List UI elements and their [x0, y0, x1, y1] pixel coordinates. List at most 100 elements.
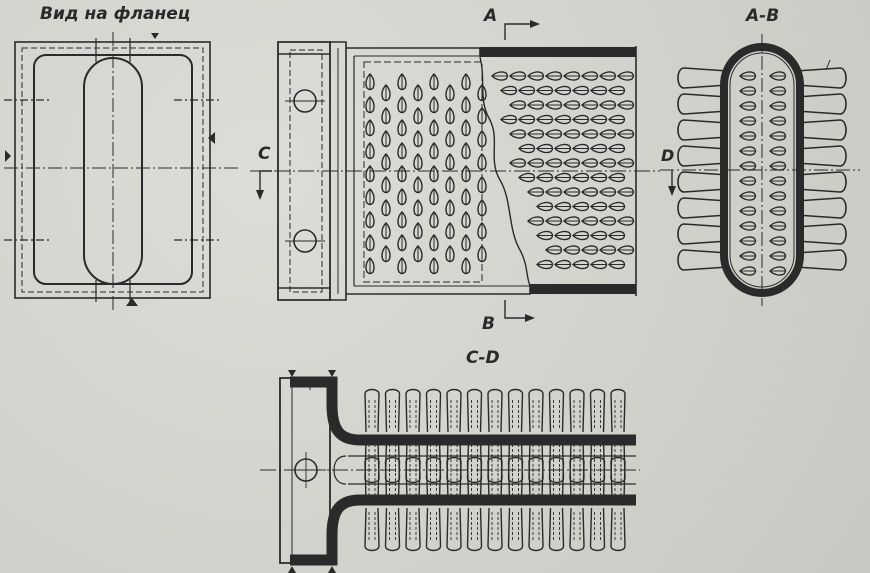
fin-drop	[536, 114, 554, 125]
fin-drop	[739, 176, 757, 186]
fin-drop	[381, 84, 391, 102]
fin-drop	[554, 259, 572, 270]
section-label-A: A	[484, 6, 498, 26]
fin-tooth-upper	[405, 388, 421, 433]
fin-drop	[397, 142, 407, 160]
fin-drop	[397, 165, 407, 183]
fin-drop	[563, 216, 581, 226]
fin-drop	[545, 158, 563, 168]
fin-tooth-upper-inner	[548, 439, 565, 484]
fin-drop	[554, 230, 572, 241]
fin-drop	[739, 251, 757, 261]
fin-tooth-upper	[487, 388, 503, 433]
fin-drop	[769, 206, 787, 216]
fin-drop	[429, 96, 439, 114]
fin-drop	[739, 71, 757, 81]
fin-drop	[617, 129, 635, 139]
fin-drop	[769, 71, 787, 81]
fin-drop	[769, 146, 787, 156]
fin-drop	[599, 100, 617, 110]
fin-drop	[608, 230, 626, 241]
fin-drop	[477, 222, 487, 240]
fin-drop	[397, 257, 407, 275]
fin-drop	[445, 222, 455, 240]
fin-drop	[599, 187, 617, 197]
main-view	[250, 20, 660, 322]
fin-drop	[365, 142, 375, 160]
fin-tooth-upper	[466, 388, 483, 433]
fin-drop	[397, 73, 407, 91]
fin-drop	[445, 199, 455, 217]
fin-drop	[365, 188, 375, 206]
fin-drop	[572, 172, 590, 183]
fin-drop	[365, 234, 375, 252]
fin-drop	[545, 100, 563, 110]
fin-drop	[590, 114, 608, 125]
fin-tooth-upper-inner	[384, 439, 401, 484]
fin-drop	[554, 143, 572, 154]
fin-drop	[381, 245, 391, 263]
fin-drop	[608, 259, 626, 270]
fin-drop	[769, 236, 787, 246]
fin-drop	[739, 191, 757, 201]
fin-drop	[739, 116, 757, 126]
fin-drop	[554, 172, 572, 183]
fin-drop	[477, 107, 487, 125]
fin-drop	[554, 85, 572, 96]
fin-drop	[769, 131, 787, 141]
fin-tooth-lower	[405, 507, 421, 552]
fin-tooth-upper	[384, 388, 401, 433]
fin-drop	[381, 176, 391, 194]
fin-drop	[572, 85, 590, 96]
fin-tooth-lower	[384, 507, 401, 552]
fin-tooth-lower	[589, 507, 606, 552]
fins-field-vertical	[365, 73, 487, 275]
fin-drop	[429, 73, 439, 91]
fin-drop	[545, 71, 563, 81]
fin-drop	[397, 188, 407, 206]
fin-drop	[581, 129, 599, 139]
fin-drop	[554, 201, 572, 212]
fin-drop	[413, 245, 423, 263]
fin-drop	[536, 201, 554, 212]
fin-tooth-lower-inner	[487, 456, 503, 501]
fin-drop	[617, 216, 635, 226]
fin-drop	[536, 259, 554, 270]
fin-drop	[608, 114, 626, 125]
fin-drop	[769, 221, 787, 231]
fin-drop	[536, 230, 554, 241]
fin-drop	[617, 100, 635, 110]
fin-drop	[581, 158, 599, 168]
fin-drop	[739, 221, 757, 231]
fin-drop	[554, 114, 572, 125]
fin-drop	[739, 266, 757, 276]
fin-drop	[527, 187, 545, 197]
section-AB-title: A-B	[746, 6, 780, 26]
fin-tooth-upper	[364, 388, 380, 433]
fin-tooth-upper	[528, 388, 544, 433]
fin-tooth-lower	[364, 507, 380, 552]
fin-tooth-lower	[487, 507, 503, 552]
fin-tooth-lower-inner	[507, 456, 524, 501]
fin-drop	[599, 245, 617, 255]
fin-drop	[413, 222, 423, 240]
fin-tooth-upper-inner	[405, 439, 421, 484]
section-CD-title: C-D	[466, 348, 500, 368]
fin-drop	[509, 100, 527, 110]
fin-drop	[617, 158, 635, 168]
fin-drop	[518, 143, 536, 154]
fin-drop	[545, 129, 563, 139]
fin-drop	[599, 216, 617, 226]
fin-drop	[413, 199, 423, 217]
fin-drop	[429, 119, 439, 137]
fin-drop	[590, 259, 608, 270]
fin-drop	[769, 101, 787, 111]
fin-drop	[527, 129, 545, 139]
fin-drop	[590, 230, 608, 241]
fin-drop	[527, 100, 545, 110]
flange-view-title: Вид на фланец	[40, 4, 191, 24]
fin-drop	[461, 211, 471, 229]
fin-drop	[477, 245, 487, 263]
fin-drop	[491, 71, 509, 81]
